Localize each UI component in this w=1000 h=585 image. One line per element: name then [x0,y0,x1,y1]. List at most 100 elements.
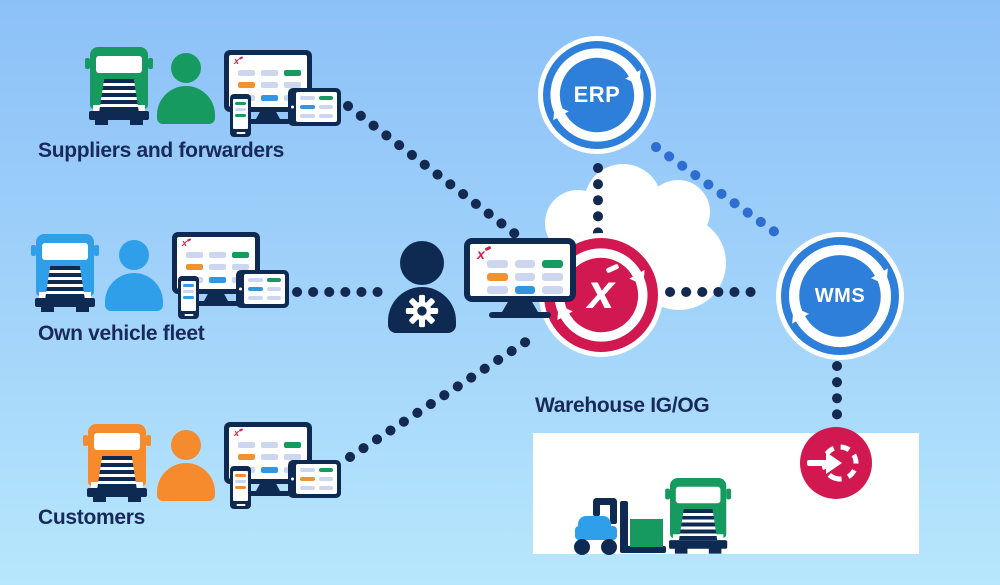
phone-screen [233,471,248,501]
screen-bar [300,105,315,109]
screen-bar [300,468,315,472]
screen-bar [237,454,255,461]
screen-bar [300,114,315,118]
screen-bar [266,296,281,300]
brand-logo: x [477,246,485,262]
wms-label: WMS [814,284,866,307]
group-label-fleet: Own vehicle fleet [38,322,205,345]
customer-person-icon [157,430,215,501]
screen-bar [235,480,246,483]
screen-bar [260,69,278,76]
screen-bar [235,114,246,117]
screen-bar [318,96,333,100]
screen-bar [318,105,333,109]
screen-bar [183,290,194,293]
screen-bar [260,466,278,473]
tablet-icon [236,270,289,308]
hub-brand-logo: x [539,233,663,357]
hub-monitor-icon: x [464,238,576,318]
wms-node: WMS [776,232,904,360]
supplier-devices: x [224,50,342,140]
screen-bar [283,82,301,89]
screen-bar [235,486,246,489]
screen-bar [542,260,563,269]
screen-bar [260,94,278,101]
operator-icon [388,241,456,333]
erp-node: ERP [538,36,656,154]
screen-bar [300,477,315,481]
screen-bar [542,273,563,282]
screen-bar [248,287,263,291]
screen-bar [237,441,255,448]
screen-bar [235,102,246,105]
screen-bar [487,273,508,282]
screen-bar [542,286,563,295]
brand-logo: x [234,428,240,438]
screen-bar [318,486,333,490]
screen-bar [185,251,203,258]
screen-bar [208,264,226,271]
phone-icon [178,276,199,319]
screen-bar [514,273,536,282]
screen-bar [514,286,536,295]
customer-truck-icon [83,424,151,502]
forklift-icon [574,498,670,555]
goods-receipt-icon [800,427,872,499]
screen-bar [248,278,263,282]
fleet-devices: x [172,232,290,322]
screen-bar [283,441,301,448]
screen-bar [235,108,246,111]
supplier-truck-icon [85,47,153,125]
screen-bar [185,264,203,271]
screen-bar [266,278,281,282]
gear-icon [405,294,439,328]
screen-content [487,260,563,295]
fleet-truck-icon [31,234,99,312]
tablet-icon [288,88,341,126]
screen-bar [248,296,263,300]
erp-label: ERP [573,82,621,107]
screen-bar [237,82,255,89]
screen-bar [208,251,226,258]
screen-bar [260,441,278,448]
warehouse-label: Warehouse IG/OG [535,394,710,417]
screen-bar [231,264,249,271]
screen-bar [208,276,226,283]
fleet-person-icon [105,240,163,311]
phone-screen [181,281,196,311]
brand-logo: x [234,56,240,66]
tablet-screen [296,464,337,494]
screen-bar [318,477,333,481]
warehouse-truck-icon [665,478,732,554]
screen-bar [487,260,508,269]
tablet-screen [296,92,337,122]
group-label-suppliers: Suppliers and forwarders [38,139,285,162]
screen-bar [231,251,249,258]
screen-bar [283,69,301,76]
tablet-icon [288,460,341,498]
screen-bar [183,284,194,287]
screen-bar [260,454,278,461]
supplier-person-icon [157,53,215,124]
screen-bar [235,474,246,477]
screen-bar [183,296,194,299]
screen-bar [487,286,508,295]
screen-bar [318,468,333,472]
screen-bar [318,114,333,118]
screen-bar [266,287,281,291]
screen-bar [260,82,278,89]
phone-screen [233,99,248,129]
screen-bar [300,96,315,100]
tablet-screen [244,274,285,304]
phone-icon [230,466,251,509]
phone-icon [230,94,251,137]
screen-bar [237,69,255,76]
screen-bar [300,486,315,490]
brand-logo: x [182,238,188,248]
screen-bar [514,260,536,269]
customer-devices: x [224,422,342,512]
